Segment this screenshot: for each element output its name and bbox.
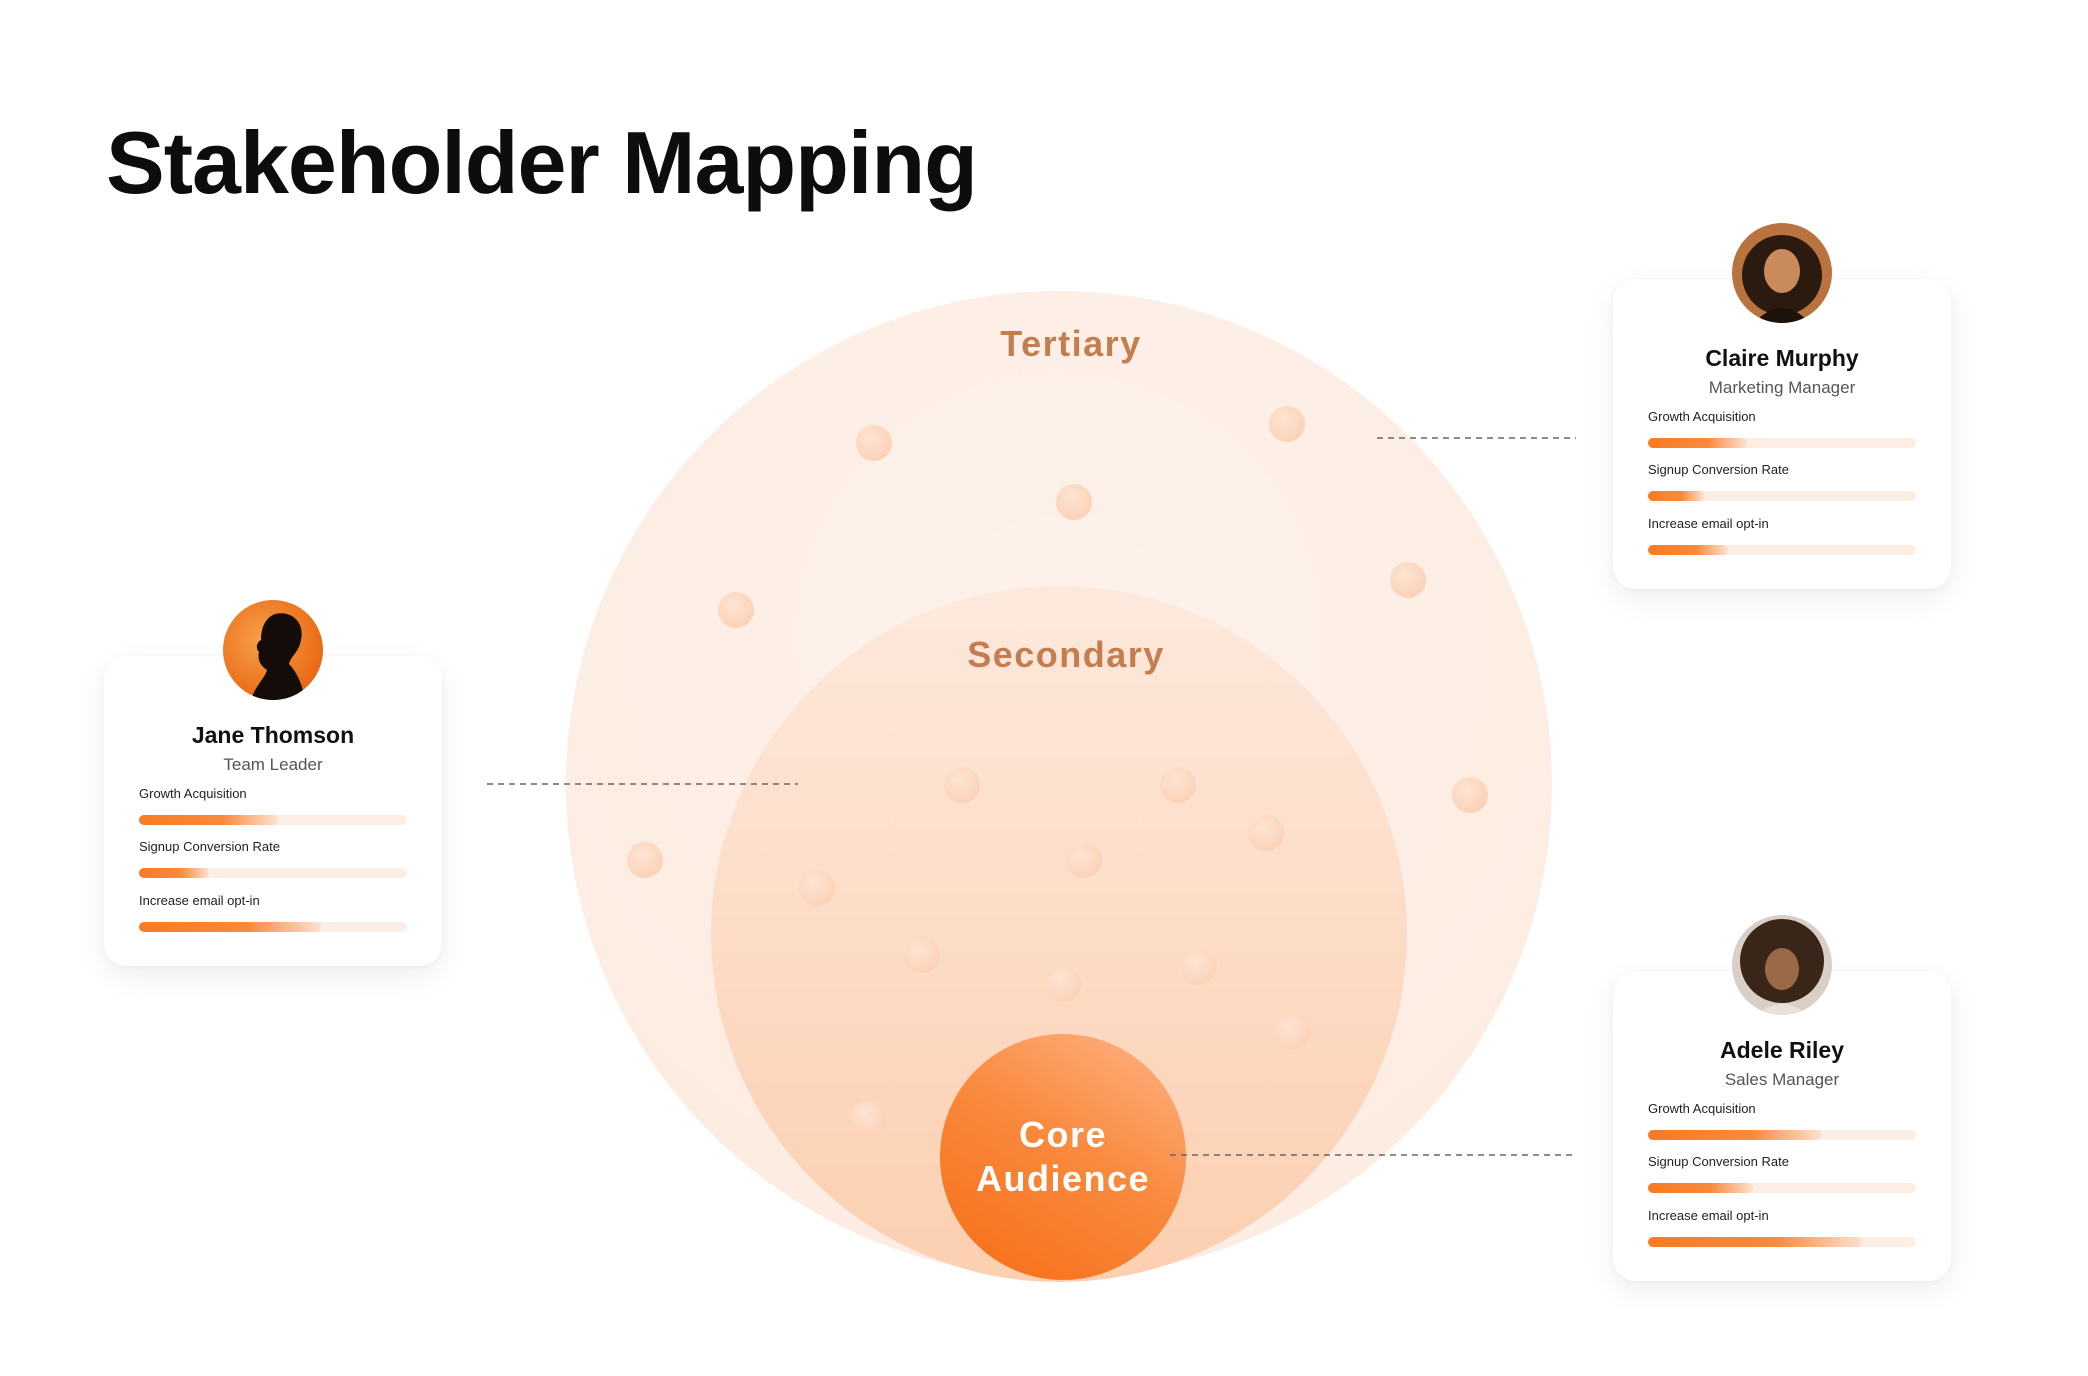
- metric-label: Increase email opt-in: [139, 893, 407, 913]
- secondary-dot: [799, 870, 835, 906]
- progress-fill: [1648, 1237, 1862, 1247]
- tertiary-dot: [718, 592, 754, 628]
- tertiary-dot: [1390, 562, 1426, 598]
- metric-label: Growth Acquisition: [139, 786, 407, 806]
- stakeholder-name: Jane Thomson: [104, 722, 442, 749]
- metric-label: Signup Conversion Rate: [139, 839, 407, 859]
- progress-fill: [1648, 545, 1728, 555]
- progress-track: [1648, 438, 1916, 448]
- avatar: [1732, 915, 1832, 1015]
- tertiary-label: Tertiary: [1000, 323, 1141, 364]
- stakeholder-role: Marketing Manager: [1613, 378, 1951, 398]
- secondary-dot: [1160, 767, 1196, 803]
- progress-track: [1648, 545, 1916, 555]
- core-label-line2: Audience: [976, 1158, 1150, 1199]
- secondary-dot: [1066, 842, 1102, 878]
- metric-label: Growth Acquisition: [1648, 409, 1916, 429]
- secondary-dot: [850, 1101, 886, 1137]
- tertiary-dot: [1056, 484, 1092, 520]
- tertiary-dot: [1452, 777, 1488, 813]
- progress-fill: [139, 868, 209, 878]
- stakeholder-card-adele: Adele Riley Sales Manager Growth Acquisi…: [1613, 971, 1951, 1281]
- progress-fill: [139, 922, 321, 932]
- avatar: [223, 600, 323, 700]
- stakeholder-role: Team Leader: [104, 755, 442, 775]
- secondary-dot: [1181, 949, 1217, 985]
- metric-growth-acquisition: Growth Acquisition: [1648, 1101, 1916, 1121]
- progress-fill: [1648, 491, 1704, 501]
- stakeholder-card-claire: Claire Murphy Marketing Manager Growth A…: [1613, 279, 1951, 589]
- metric-label: Signup Conversion Rate: [1648, 1154, 1916, 1174]
- metric-label: Increase email opt-in: [1648, 1208, 1916, 1228]
- secondary-dot: [1248, 815, 1284, 851]
- secondary-dot: [1274, 1014, 1310, 1050]
- core-audience-circle: [940, 1034, 1186, 1280]
- metric-email-opt-in: Increase email opt-in: [1648, 516, 1916, 536]
- metric-signup-conversion: Signup Conversion Rate: [1648, 1154, 1916, 1174]
- metric-label: Signup Conversion Rate: [1648, 462, 1916, 482]
- progress-fill: [1648, 1130, 1822, 1140]
- progress-track: [139, 815, 407, 825]
- metric-growth-acquisition: Growth Acquisition: [1648, 409, 1916, 429]
- secondary-dot: [1045, 966, 1081, 1002]
- tertiary-dot: [1269, 406, 1305, 442]
- metric-email-opt-in: Increase email opt-in: [139, 893, 407, 913]
- metric-label: Growth Acquisition: [1648, 1101, 1916, 1121]
- stakeholder-card-jane: Jane Thomson Team Leader Growth Acquisit…: [104, 656, 442, 966]
- metric-email-opt-in: Increase email opt-in: [1648, 1208, 1916, 1228]
- progress-fill: [1648, 438, 1747, 448]
- secondary-label: Secondary: [967, 634, 1165, 675]
- secondary-dot: [944, 767, 980, 803]
- stakeholder-role: Sales Manager: [1613, 1070, 1951, 1090]
- progress-fill: [1648, 1183, 1753, 1193]
- metric-label: Increase email opt-in: [1648, 516, 1916, 536]
- metric-signup-conversion: Signup Conversion Rate: [1648, 462, 1916, 482]
- avatar: [1732, 223, 1832, 323]
- progress-fill: [139, 815, 278, 825]
- progress-track: [1648, 1183, 1916, 1193]
- secondary-dot: [904, 937, 940, 973]
- progress-track: [1648, 1130, 1916, 1140]
- tertiary-dot: [856, 425, 892, 461]
- progress-track: [1648, 1237, 1916, 1247]
- progress-track: [1648, 491, 1916, 501]
- core-label-line1: Core: [1019, 1114, 1107, 1155]
- progress-track: [139, 868, 407, 878]
- progress-track: [139, 922, 407, 932]
- metric-signup-conversion: Signup Conversion Rate: [139, 839, 407, 859]
- stakeholder-name: Claire Murphy: [1613, 345, 1951, 372]
- stakeholder-name: Adele Riley: [1613, 1037, 1951, 1064]
- tertiary-dot: [627, 842, 663, 878]
- metric-growth-acquisition: Growth Acquisition: [139, 786, 407, 806]
